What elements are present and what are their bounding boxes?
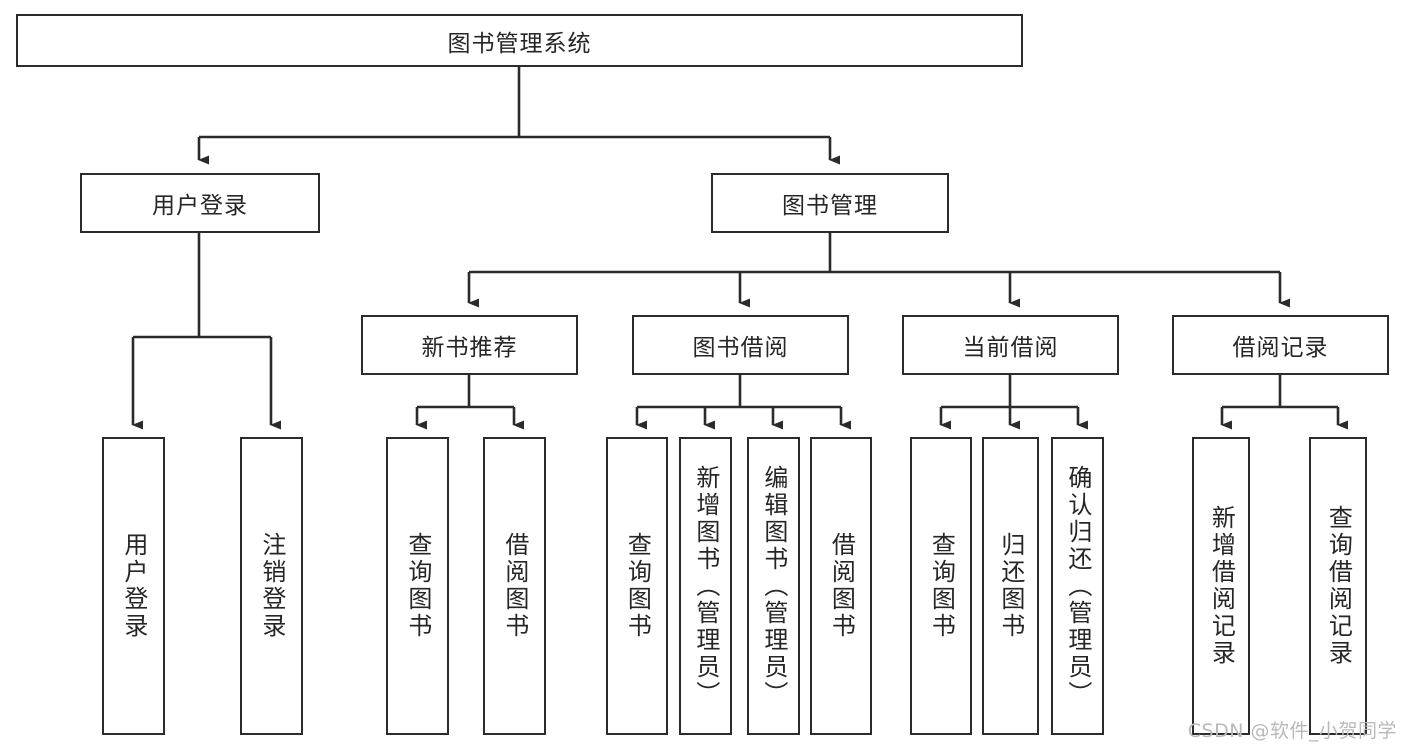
node-label: 确认归还（管理员） xyxy=(1063,464,1092,708)
node-label: 图书管理系统 xyxy=(447,30,592,57)
leaf-current-borrow-query[interactable]: 查询图书 xyxy=(910,437,972,735)
leaf-book-borrow-query[interactable]: 查询图书 xyxy=(606,437,668,735)
leaf-book-borrow-edit-admin[interactable]: 编辑图书（管理员） xyxy=(747,437,800,735)
node-label: 借阅图书 xyxy=(500,532,529,640)
node-label: 借阅图书 xyxy=(827,532,856,640)
leaf-borrow-record-query[interactable]: 查询借阅记录 xyxy=(1309,437,1367,735)
node-label: 查询图书 xyxy=(927,532,956,640)
node-label: 查询借阅记录 xyxy=(1324,505,1353,667)
node-book-management[interactable]: 图书管理 xyxy=(711,173,949,233)
node-current-borrow[interactable]: 当前借阅 xyxy=(902,315,1119,375)
node-borrow-record[interactable]: 借阅记录 xyxy=(1172,315,1389,375)
leaf-new-book-query[interactable]: 查询图书 xyxy=(386,437,449,735)
node-book-borrow[interactable]: 图书借阅 xyxy=(632,315,849,375)
node-label: 借阅记录 xyxy=(1232,335,1329,361)
watermark: CSDN @软件_小贺同学 xyxy=(1187,720,1397,742)
leaf-current-borrow-return[interactable]: 归还图书 xyxy=(982,437,1039,735)
node-label: 用户登录 xyxy=(119,532,148,640)
leaf-book-borrow-borrow[interactable]: 借阅图书 xyxy=(810,437,872,735)
node-label: 查询图书 xyxy=(403,532,432,640)
leaf-new-book-borrow[interactable]: 借阅图书 xyxy=(483,437,546,735)
node-user-login[interactable]: 用户登录 xyxy=(80,173,320,233)
leaf-current-borrow-confirm-admin[interactable]: 确认归还（管理员） xyxy=(1051,437,1104,735)
leaf-user-login-login[interactable]: 用户登录 xyxy=(102,437,165,735)
node-label: 图书管理 xyxy=(782,193,878,219)
node-root-system[interactable]: 图书管理系统 xyxy=(16,14,1023,67)
node-label: 图书借阅 xyxy=(692,335,789,361)
node-label: 归还图书 xyxy=(996,532,1025,640)
leaf-user-login-logout[interactable]: 注销登录 xyxy=(240,437,303,735)
node-new-book-recommend[interactable]: 新书推荐 xyxy=(361,315,578,375)
leaf-borrow-record-add[interactable]: 新增借阅记录 xyxy=(1192,437,1250,735)
node-label: 编辑图书（管理员） xyxy=(759,464,788,708)
leaf-book-borrow-add-admin[interactable]: 新增图书（管理员） xyxy=(679,437,732,735)
node-label: 用户登录 xyxy=(152,193,248,219)
node-label: 新增借阅记录 xyxy=(1207,505,1236,667)
node-label: 查询图书 xyxy=(623,532,652,640)
node-label: 新增图书（管理员） xyxy=(691,464,720,708)
node-label: 当前借阅 xyxy=(962,335,1059,361)
node-label: 注销登录 xyxy=(257,532,286,640)
node-label: 新书推荐 xyxy=(421,335,518,361)
